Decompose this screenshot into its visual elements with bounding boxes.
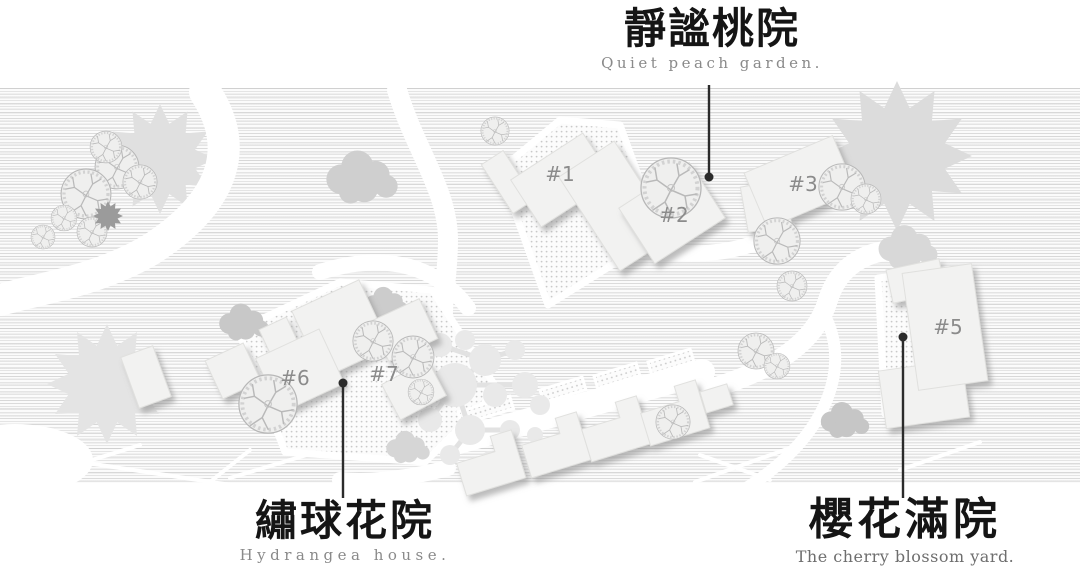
label-cherry-blossom-yard: 櫻花滿院 The cherry blossom yard.: [745, 496, 1065, 566]
garden-subtitle-bottom-left: Hydrangea house.: [239, 546, 451, 565]
cloud-tree-icon: [326, 150, 398, 204]
round-tree-icon: [351, 319, 395, 363]
garden-title-top: 靜謐桃院: [623, 4, 800, 53]
round-tree-icon: [407, 378, 435, 406]
label-hydrangea-house: 繡球花院 Hydrangea house.: [185, 496, 505, 565]
building-7-number: #7: [369, 362, 398, 386]
round-tree-icon: [121, 163, 159, 201]
building-5-number: #5: [933, 315, 962, 339]
garden-title-bottom-right: 櫻花滿院: [809, 494, 1001, 545]
garden-subtitle-bottom-right: The cherry blossom yard.: [795, 546, 1015, 566]
building-numbers: #1 #2 #3 #5 #6 #7: [280, 162, 962, 390]
terrace-houses: [451, 379, 734, 497]
buildings: [120, 132, 989, 497]
label-quiet-peach-garden: 靜謐桃院 Quiet peach garden.: [552, 4, 872, 73]
garden-title-bottom-left: 繡球花院: [254, 496, 435, 545]
round-tree-icon: [89, 130, 123, 164]
round-tree-icon: [50, 204, 78, 232]
round-tree-icon: [752, 216, 802, 266]
building-6-number: #6: [280, 366, 309, 390]
round-tree-icon: [479, 115, 511, 147]
round-tree-icon: [850, 183, 882, 215]
round-tree-icon: [30, 224, 56, 250]
round-tree-icon: [776, 270, 808, 302]
building-1-number: #1: [545, 162, 574, 186]
building-2-number: #2: [659, 203, 688, 227]
leader-lines: [338, 85, 908, 498]
garden-paths: [0, 76, 982, 496]
round-tree-icon: [763, 352, 791, 380]
building-5: [877, 258, 989, 430]
building-3-number: #3: [788, 172, 817, 196]
round-tree-icon: [654, 403, 692, 441]
garden-subtitle-top: Quiet peach garden.: [601, 54, 823, 73]
